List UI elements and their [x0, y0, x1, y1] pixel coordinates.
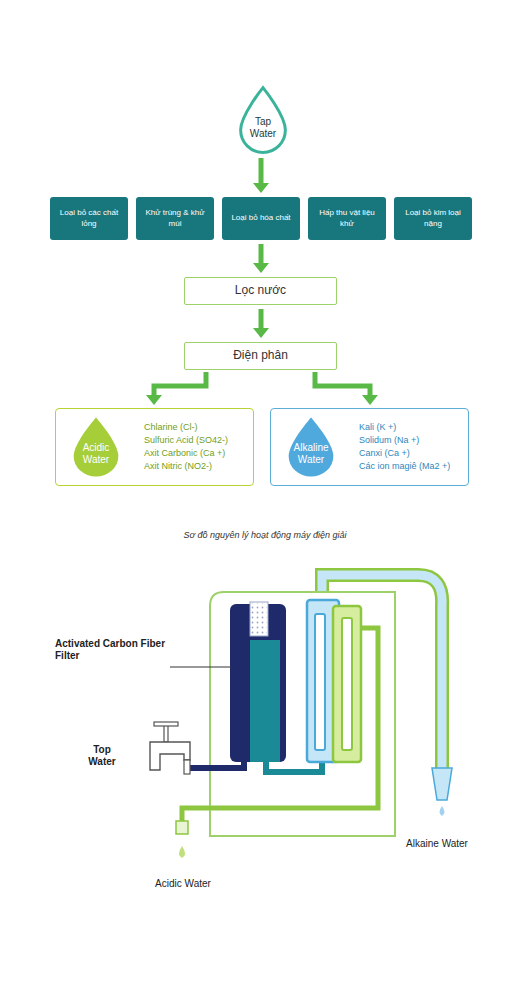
- ion-item: Canxi (Ca +): [359, 447, 464, 460]
- outlet-label: Alkaine Water: [402, 838, 472, 850]
- figure-caption: Sơ đồ nguyên lý hoạt động máy điện giải: [0, 530, 530, 540]
- process-box: Loại bỏ các chất lỏng: [50, 197, 128, 240]
- ion-item: Sulfuric Acid (SO42-): [144, 434, 249, 447]
- flow-arrow: [253, 158, 269, 193]
- arrow-head: [253, 263, 269, 273]
- drop-label: Tap Water: [246, 116, 280, 139]
- box-label: Lọc nước: [235, 283, 286, 299]
- water-drop: [440, 806, 445, 816]
- drop-label: Acidic Water: [76, 442, 116, 465]
- source-drop: Tap Water: [237, 86, 289, 154]
- box-label: Loại bỏ kim loại nặng: [399, 208, 467, 229]
- step-box: Điện phân: [184, 342, 337, 370]
- box-label: Điện phân: [233, 348, 288, 364]
- flow-arrow: [253, 309, 269, 338]
- filter-cap-texture: [251, 603, 267, 635]
- outlet-label: Acidic Water: [148, 878, 218, 890]
- process-box: Hấp thu vật liệu khử: [308, 197, 386, 240]
- alkaline-nozzle: [432, 768, 452, 800]
- drop-outline: [289, 417, 334, 476]
- flow-arrow: [146, 372, 206, 405]
- arrow-head: [253, 328, 269, 338]
- arrow-head: [146, 395, 162, 405]
- faucet-joint: [184, 760, 190, 774]
- process-box: Khử trùng & khử mùi: [136, 197, 214, 240]
- box-label: Loại bỏ hóa chất: [231, 213, 290, 223]
- part-label: Top Water: [82, 744, 122, 768]
- arrow-head: [362, 395, 378, 405]
- anode-slot: [342, 618, 352, 750]
- output-box: Kali (K +)Solidum (Na +)Canxi (Ca +)Các …: [270, 408, 469, 486]
- arrow-shaft: [315, 372, 370, 396]
- process-box: Loại bỏ hóa chất: [222, 197, 300, 240]
- arrow-shaft: [259, 244, 264, 264]
- anode-chamber: [333, 606, 361, 762]
- box-label: Hấp thu vật liệu khử: [313, 208, 381, 229]
- drop-label: Alkaline Water: [289, 442, 333, 465]
- part-label: Activated Carbon Fiber Filter: [55, 638, 173, 662]
- filter-cap: [250, 602, 268, 636]
- water-drop: [179, 846, 185, 858]
- ion-item: Solidum (Na +): [359, 434, 464, 447]
- ion-item: Kali (K +): [359, 421, 464, 434]
- arrow-shaft: [259, 309, 264, 329]
- ion-item: Các ion magiê (Ma2 +): [359, 460, 464, 473]
- arrow-shaft: [259, 158, 264, 184]
- cathode-slot: [315, 614, 325, 750]
- flow-arrow: [315, 372, 378, 405]
- filter-core: [250, 640, 280, 762]
- carbon-filter: [230, 604, 286, 762]
- ion-item: Chlarine (Cl-): [144, 421, 249, 434]
- drop-outline: [74, 417, 119, 476]
- box-label: Khử trùng & khử mùi: [141, 208, 209, 229]
- leader-line: [170, 667, 232, 668]
- output-box: Chlarine (Cl-)Sulfuric Acid (SO42-)Axit …: [55, 408, 254, 486]
- drop-outline: [241, 88, 286, 153]
- box-label: Loại bỏ các chất lỏng: [55, 208, 123, 229]
- ion-item: Axit Carbonic (Ca +): [144, 447, 249, 460]
- flow-arrow: [253, 244, 269, 273]
- arrow-head: [253, 183, 269, 193]
- arrow-shaft: [154, 372, 206, 396]
- ion-item: Axit Nitric (NO2-): [144, 460, 249, 473]
- acidic-nozzle: [176, 821, 188, 834]
- process-box: Loại bỏ kim loại nặng: [394, 197, 472, 240]
- faucet-handle: [154, 722, 178, 726]
- faucet-stem: [164, 724, 168, 742]
- output-drop: Acidic Water: [70, 416, 122, 478]
- step-box: Lọc nước: [184, 277, 337, 305]
- output-drop: Alkaline Water: [285, 416, 337, 478]
